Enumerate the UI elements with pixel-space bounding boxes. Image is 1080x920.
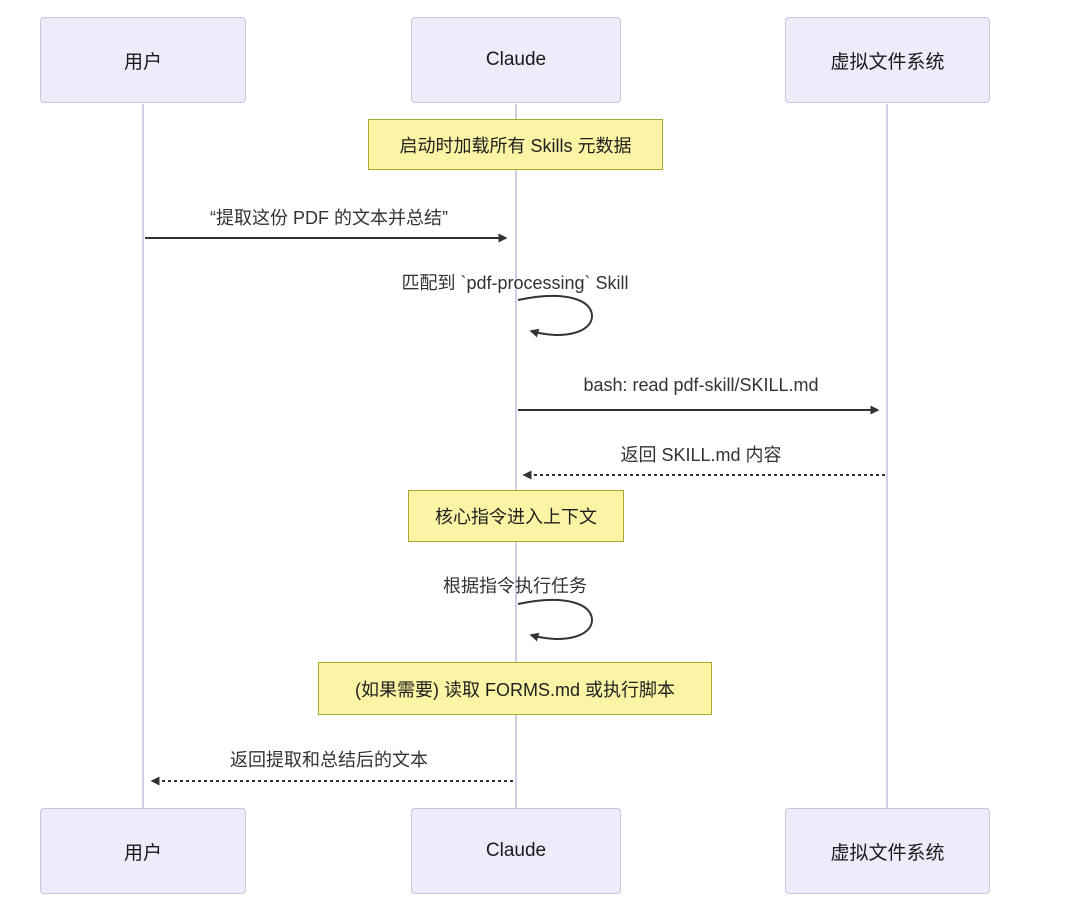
- actor-bottom-vfs: 虚拟文件系统: [785, 808, 990, 894]
- note-load-skills-metadata: 启动时加载所有 Skills 元数据: [368, 119, 663, 170]
- actor-bottom-claude: Claude: [411, 808, 621, 894]
- actor-bottom-claude-label: Claude: [485, 840, 547, 861]
- actor-top-vfs: 虚拟文件系统: [785, 17, 990, 103]
- actor-bottom-vfs-label: 虚拟文件系统: [830, 842, 945, 864]
- actor-top-claude-label: Claude: [485, 49, 547, 70]
- self-loop-execute-task: [517, 599, 594, 642]
- actor-bottom-user: 用户: [40, 808, 246, 894]
- actor-bottom-user-label: 用户: [123, 842, 162, 864]
- message-label-extract-pdf: “提取这份 PDF 的文本并总结”: [210, 208, 448, 228]
- note-read-forms-or-script: (如果需要) 读取 FORMS.md 或执行脚本: [318, 662, 712, 715]
- note-core-instructions-context-text: 核心指令进入上下文: [435, 507, 597, 527]
- actor-top-claude: Claude: [411, 17, 621, 103]
- note-load-skills-metadata-text: 启动时加载所有 Skills 元数据: [399, 135, 632, 156]
- message-label-bash-read-skill: bash: read pdf-skill/SKILL.md: [583, 375, 819, 395]
- message-label-return-skill-md: 返回 SKILL.md 内容: [620, 445, 782, 465]
- note-read-forms-or-script-text: (如果需要) 读取 FORMS.md 或执行脚本: [355, 679, 675, 700]
- message-label-return-summary: 返回提取和总结后的文本: [230, 750, 428, 770]
- actor-top-user: 用户: [40, 17, 246, 103]
- actor-top-vfs-label: 虚拟文件系统: [830, 51, 945, 73]
- message-label-execute-task: 根据指令执行任务: [443, 576, 587, 596]
- message-label-match-skill: 匹配到 `pdf-processing` Skill: [401, 273, 629, 293]
- actor-top-user-label: 用户: [123, 51, 162, 73]
- note-core-instructions-context: 核心指令进入上下文: [408, 490, 624, 542]
- self-loop-match-skill: [517, 295, 594, 338]
